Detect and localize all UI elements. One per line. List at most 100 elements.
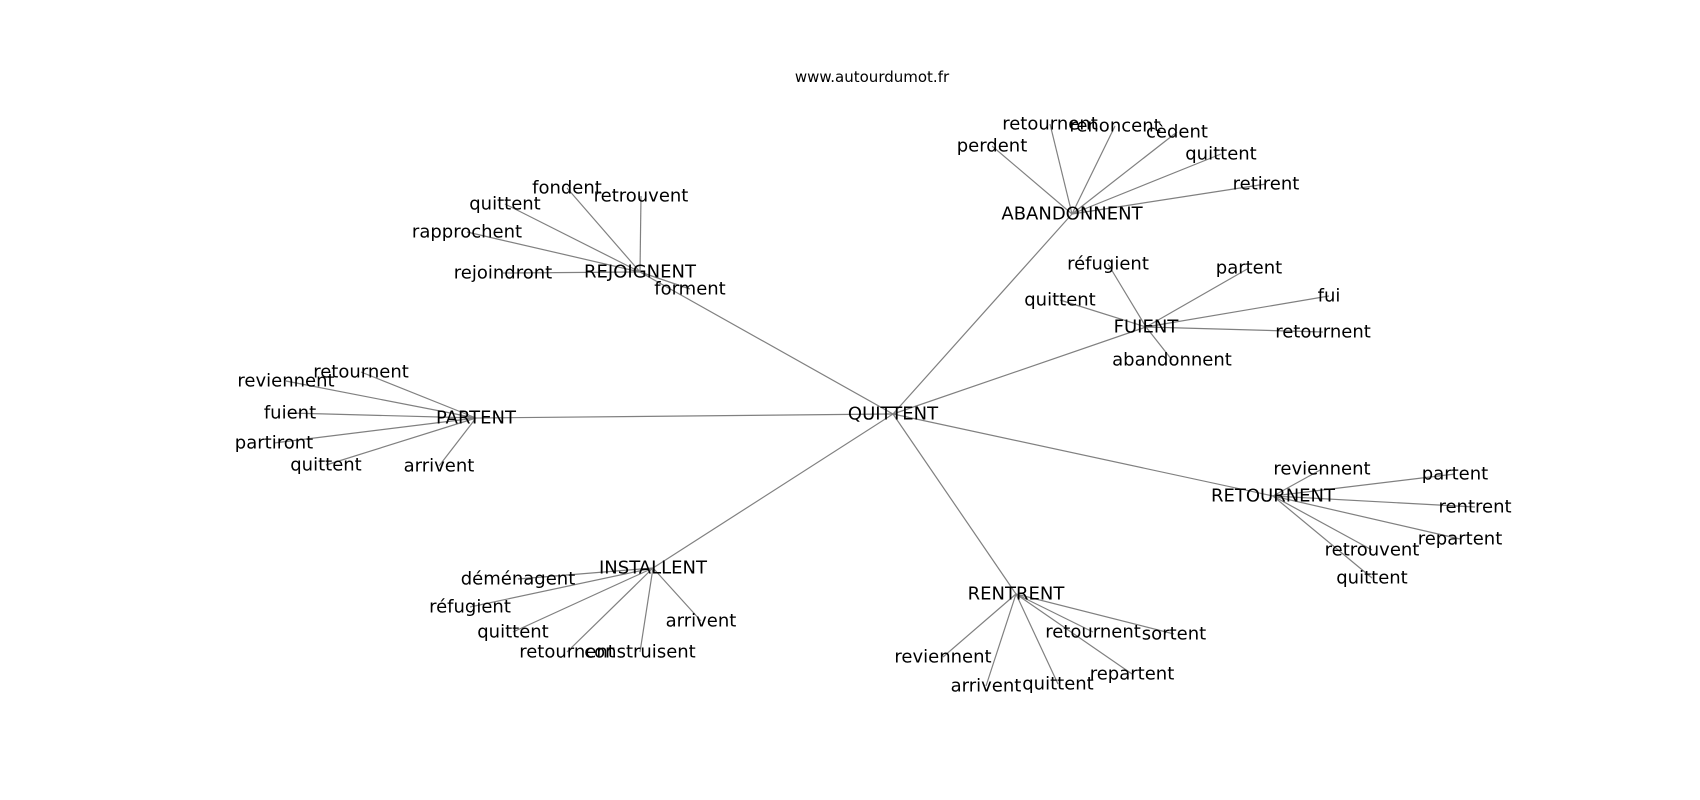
edge-partent-quittent <box>325 417 477 466</box>
leaf-word-retournent-reviennent: reviennent <box>1273 459 1370 480</box>
leaf-word-partent-retournent: retournent <box>313 362 409 383</box>
leaf-word-rentrent-reviennent: reviennent <box>894 647 991 668</box>
edge-rentrent-arrivent <box>985 593 1017 687</box>
leaf-word-partent-partiront: partiront <box>235 433 313 454</box>
hub-word-retournent: RETOURNENT <box>1211 486 1336 507</box>
edge-fuient-quittent <box>1059 299 1147 328</box>
edge-fuient-abandonnent <box>1145 326 1173 361</box>
edge-fuient-refugient <box>1107 263 1147 328</box>
leaf-word-rentrent-quittent: quittent <box>1022 674 1094 695</box>
leaf-word-partent-reviennent: reviennent <box>237 371 334 392</box>
leaf-word-rentrent-sortent: sortent <box>1142 624 1206 645</box>
leaf-word-rentrent-repartent: repartent <box>1090 664 1175 685</box>
leaf-word-abandonnent-retirent: retirent <box>1233 174 1300 195</box>
leaf-word-fuient-fui: fui <box>1318 286 1341 307</box>
edge-installent-retournent <box>566 567 654 653</box>
edge-partent-arrivent <box>438 417 477 467</box>
leaf-word-installent-demenagent: déménagent <box>461 569 576 590</box>
hub-word-rentrent: RENTRENT <box>968 584 1066 605</box>
leaf-word-abandonnent-renoncent: renoncent <box>1069 116 1160 137</box>
edge-installent-arrivent <box>652 567 702 622</box>
leaf-word-abandonnent-retournent: retournent <box>1002 114 1098 135</box>
edge-center-fuient <box>892 326 1147 415</box>
edge-rentrent-retournent <box>1015 593 1094 633</box>
edge-rejoignent-forment <box>639 271 691 290</box>
edge-abandonnent-cedent <box>1071 131 1178 215</box>
leaf-word-partent-quittent: quittent <box>290 455 362 476</box>
leaf-word-partent-arrivent: arrivent <box>404 456 475 477</box>
leaf-word-installent-retournent: retournent <box>519 642 615 663</box>
edge-center-rejoignent <box>639 271 894 415</box>
leaf-word-installent-construisent: construisent <box>584 642 695 663</box>
edge-fuient-partent <box>1145 267 1250 328</box>
edge-rejoignent-retrouvent <box>639 195 642 273</box>
edge-abandonnent-perdent <box>991 145 1073 215</box>
edges-layer <box>273 123 1476 687</box>
edge-center-rentrent <box>892 413 1017 595</box>
edge-retournent-retrouvent <box>1272 495 1373 551</box>
leaf-word-abandonnent-cedent: cèdent <box>1146 122 1208 143</box>
edge-retournent-rentrent <box>1272 495 1476 508</box>
leaf-word-abandonnent-quittent: quittent <box>1185 144 1257 165</box>
edge-abandonnent-retournent <box>1049 123 1073 215</box>
leaf-word-partent-fuient: fuient <box>264 403 316 424</box>
leaf-word-fuient-retournent: retournent <box>1275 322 1371 343</box>
leaf-word-rejoignent-fondent: fondent <box>532 178 602 199</box>
source-attribution: www.autourdumot.fr <box>795 68 950 86</box>
edge-partent-retournent <box>360 371 477 419</box>
edge-fuient-fui <box>1145 295 1330 328</box>
edge-center-installent <box>652 413 894 569</box>
labels-layer: perdentretournentrenoncentcèdentquittent… <box>235 114 1512 697</box>
leaf-word-installent-arrivent: arrivent <box>666 611 737 632</box>
hub-word-rejoignent: REJOIGNENT <box>584 262 697 283</box>
hub-word-installent: INSTALLENT <box>599 558 708 579</box>
leaf-word-retournent-rentrent: rentrent <box>1438 497 1511 518</box>
edge-retournent-quittent <box>1272 495 1373 579</box>
edge-abandonnent-renoncent <box>1071 125 1116 215</box>
edge-fuient-retournent <box>1145 326 1324 333</box>
edge-center-retournent <box>892 413 1274 497</box>
edge-center-abandonnent <box>892 213 1073 415</box>
leaf-word-rejoignent-rejoindront: rejoindront <box>454 263 552 284</box>
leaf-word-fuient-refugient: réfugient <box>1067 254 1149 275</box>
leaf-word-abandonnent-perdent: perdent <box>957 136 1028 157</box>
edge-installent-quittent <box>512 567 654 633</box>
edge-installent-refugient <box>469 567 654 608</box>
edge-rentrent-reviennent <box>942 593 1017 658</box>
hub-word-partent: PARTENT <box>436 408 517 429</box>
edge-rejoignent-rapprochent <box>466 231 641 273</box>
leaf-word-installent-quittent: quittent <box>477 622 549 643</box>
edge-rentrent-repartent <box>1015 593 1133 675</box>
leaf-word-retournent-partent: partent <box>1422 464 1488 485</box>
leaf-word-rejoignent-retrouvent: retrouvent <box>594 186 689 207</box>
edge-retournent-repartent <box>1272 495 1461 540</box>
leaf-word-fuient-partent: partent <box>1216 258 1282 279</box>
edge-rejoignent-rejoindront <box>502 271 641 274</box>
edge-installent-construisent <box>639 567 654 653</box>
edge-installent-demenagent <box>517 567 654 580</box>
leaf-word-rentrent-arrivent: arrivent <box>951 676 1022 697</box>
edge-rejoignent-fondent <box>566 187 641 273</box>
leaf-word-fuient-abandonnent: abandonnent <box>1112 350 1232 371</box>
edge-partent-fuient <box>289 412 477 419</box>
leaf-word-retournent-quittent: quittent <box>1336 568 1408 589</box>
edge-partent-reviennent <box>285 380 477 419</box>
hub-word-abandonnent: ABANDONNENT <box>1001 204 1143 225</box>
leaf-word-rentrent-retournent: retournent <box>1045 622 1141 643</box>
hub-word-fuient: FUIENT <box>1114 317 1180 338</box>
edge-partent-partiront <box>273 417 477 444</box>
edge-abandonnent-quittent <box>1071 153 1222 215</box>
edge-center-partent <box>475 413 894 419</box>
leaf-word-rejoignent-quittent: quittent <box>469 194 541 215</box>
center-word: QUITTENT <box>848 404 939 425</box>
leaf-word-fuient-quittent: quittent <box>1024 290 1096 311</box>
leaf-word-installent-refugient: réfugient <box>429 597 511 618</box>
edge-abandonnent-retirent <box>1071 183 1267 215</box>
edge-rejoignent-quittent <box>504 203 641 273</box>
edge-retournent-reviennent <box>1272 468 1323 497</box>
leaf-word-retournent-repartent: repartent <box>1418 529 1503 550</box>
edge-rentrent-quittent <box>1015 593 1059 685</box>
edge-rentrent-sortent <box>1015 593 1175 635</box>
leaf-word-retournent-retrouvent: retrouvent <box>1325 540 1420 561</box>
